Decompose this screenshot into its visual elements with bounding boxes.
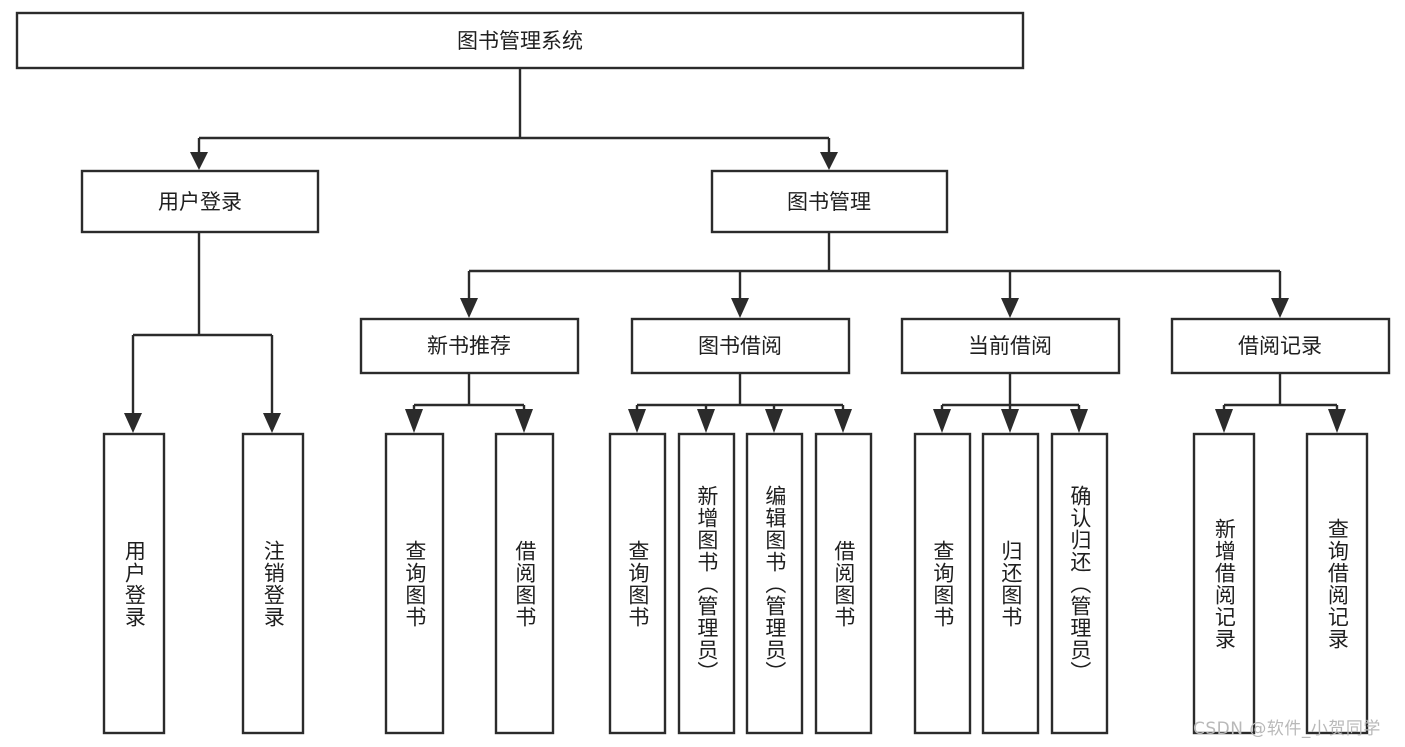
node-current-borrow-label: 当前借阅: [968, 334, 1052, 358]
node-user-login[interactable]: [80, 169, 320, 234]
arrow-head-current-borrow: [1001, 298, 1019, 318]
arrow-head-leaf-query-book-2: [628, 409, 646, 433]
node-user-login-label: 用户登录: [158, 190, 242, 214]
leaf-box-borrow-book-2[interactable]: [814, 432, 873, 735]
arrow-head-leaf-borrow-book-1: [515, 409, 533, 433]
leaf-box-add-book-admin[interactable]: [677, 432, 736, 735]
leaf-box-edit-book-admin[interactable]: [745, 432, 804, 735]
arrow-head-leaf-logout: [263, 413, 281, 433]
arrow-head-leaf-user-login: [124, 413, 142, 433]
arrow-head-leaf-borrow-book-2: [834, 409, 852, 433]
node-new-book-recommend-label: 新书推荐: [427, 334, 511, 358]
node-borrow-record-label: 借阅记录: [1238, 334, 1322, 358]
node-book-management[interactable]: [710, 169, 949, 234]
leaf-box-query-book-2[interactable]: [608, 432, 667, 735]
node-borrow-record[interactable]: [1170, 317, 1391, 375]
arrow-head-leaf-query-book-3: [933, 409, 951, 433]
leaf-box-user-login[interactable]: [102, 432, 166, 735]
arrow-head-leaf-query-book-1: [405, 409, 423, 433]
watermark-csdn: CSDN @软件_小贺同学: [1193, 719, 1381, 739]
node-new-book-recommend[interactable]: [359, 317, 580, 375]
leaf-box-logout[interactable]: [241, 432, 305, 735]
node-root-label: 图书管理系统: [457, 29, 583, 53]
leaf-box-return-book[interactable]: [981, 432, 1040, 735]
node-root-book-management-system[interactable]: [15, 11, 1025, 70]
arrow-head-leaf-confirm-return: [1070, 409, 1088, 433]
leaf-box-query-book-1[interactable]: [384, 432, 445, 735]
arrow-head-new-book-recommend: [460, 298, 478, 318]
leaf-box-borrow-book-1[interactable]: [494, 432, 555, 735]
arrow-head-book-borrow: [731, 298, 749, 318]
node-book-management-label: 图书管理: [787, 190, 871, 214]
node-book-borrow[interactable]: [630, 317, 851, 375]
arrow-head-user-login: [190, 152, 208, 170]
leaf-box-query-book-3[interactable]: [913, 432, 972, 735]
node-book-borrow-label: 图书借阅: [698, 334, 782, 358]
arrow-head-leaf-return-book: [1001, 409, 1019, 433]
leaf-box-confirm-return-admin[interactable]: [1050, 432, 1109, 735]
arrow-head-leaf-add-book: [697, 409, 715, 433]
node-current-borrow[interactable]: [900, 317, 1121, 375]
arrow-head-leaf-edit-book: [765, 409, 783, 433]
arrow-head-book-mgmt: [820, 152, 838, 170]
arrow-head-borrow-record: [1271, 298, 1289, 318]
arrow-head-leaf-query-record: [1328, 409, 1346, 433]
arrow-head-leaf-add-record: [1215, 409, 1233, 433]
leaf-box-add-borrow-record[interactable]: [1192, 432, 1256, 735]
leaf-box-query-borrow-record[interactable]: [1305, 432, 1369, 735]
